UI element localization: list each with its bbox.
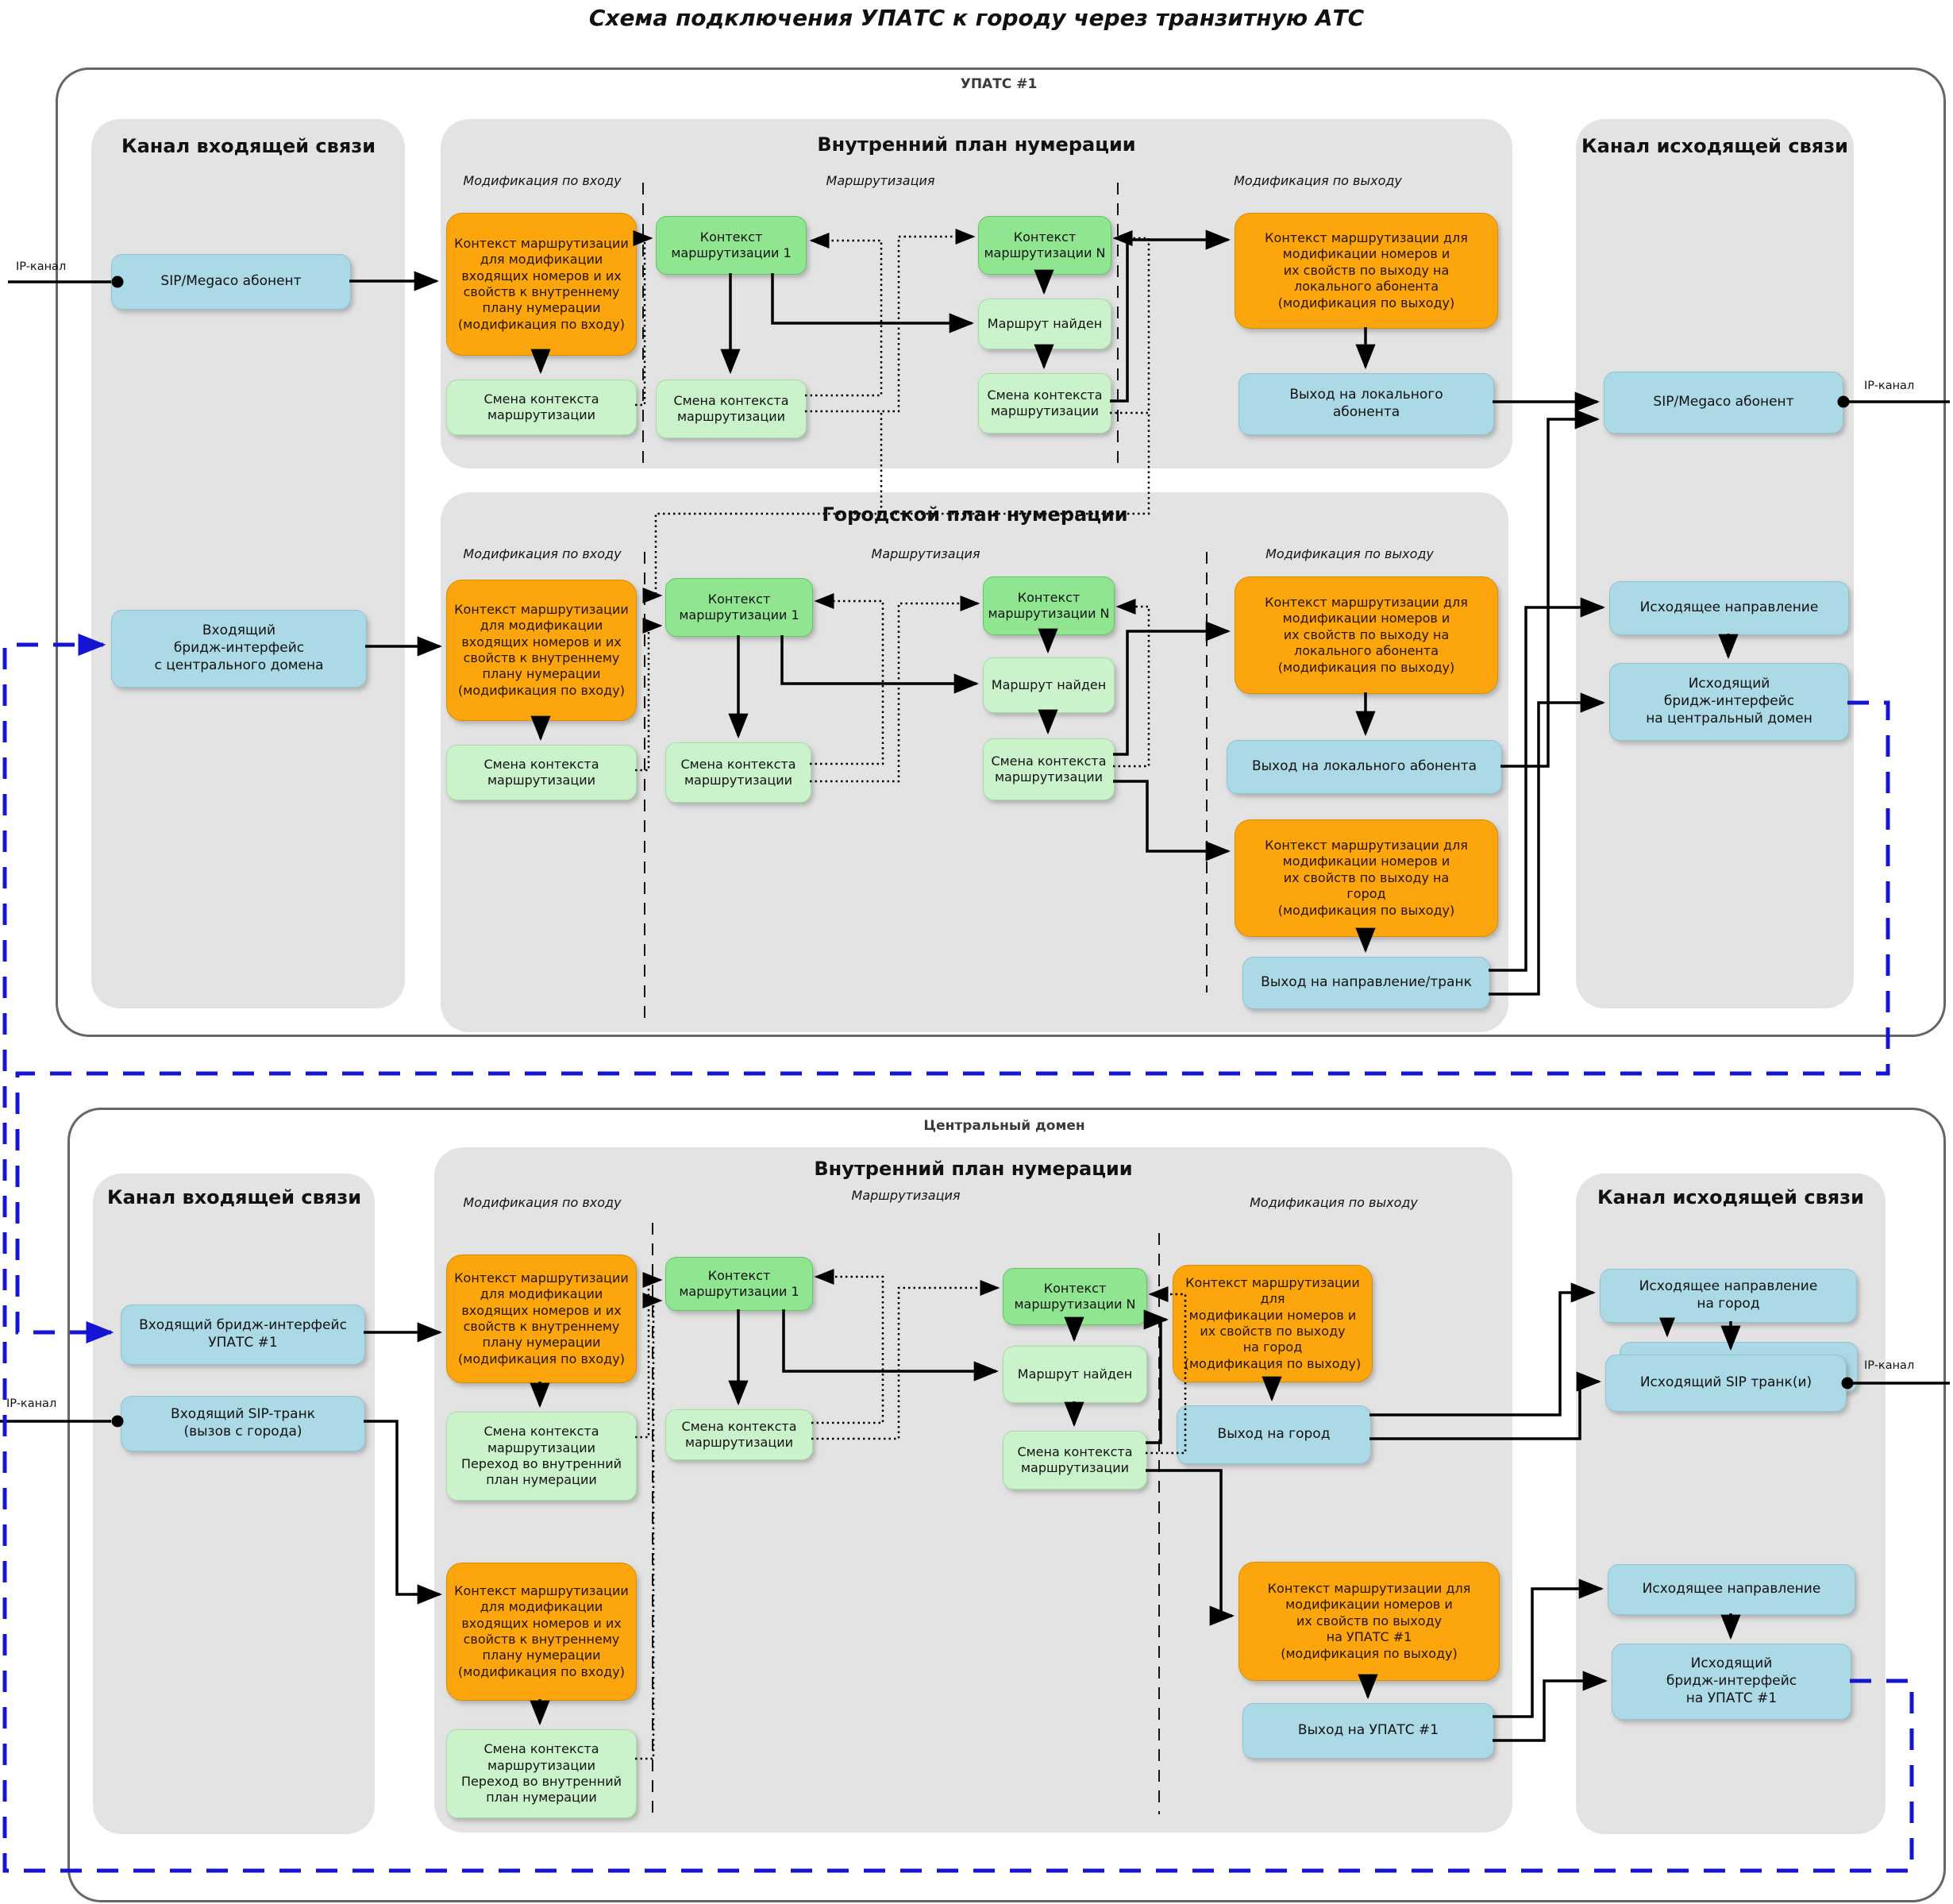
outgoing-bridge-to-central: Исходящий бридж-интерфейс на центральный… [1609, 663, 1849, 741]
ctx-change-routing-central: Смена контекста маршрутизации [665, 1409, 813, 1460]
exit-to-local-subscriber-internal: Выход на локального абонента [1238, 373, 1494, 435]
central-in-channel-title: Канал входящей связи [106, 1186, 362, 1208]
sip-megaco-subscriber-in: SIP/Megaco абонент [111, 254, 351, 310]
outgoing-direction-to-city: Исходящее направление на город [1600, 1269, 1857, 1323]
incoming-bridge-upats1: Входящий бридж-интерфейс УПАТС #1 [121, 1305, 365, 1365]
exit-to-local-subscriber-city: Выход на локального абонента [1227, 740, 1502, 794]
ctx-change-transition-2: Смена контекста маршрутизации Переход во… [446, 1729, 637, 1818]
upats1-city-plan-title: Городской план нумерации [822, 503, 1128, 526]
ctx-mod-in-central-2: Контекст маршрутизации для модификации в… [446, 1563, 637, 1701]
exit-to-direction-trunk: Выход на направление/транк [1242, 957, 1490, 1009]
exit-to-upats1: Выход на УПАТС #1 [1242, 1703, 1494, 1759]
col-label-mod-out-central: Модификация по выходу [1250, 1195, 1418, 1210]
outgoing-bridge-to-upats1: Исходящий бридж-интерфейс на УПАТС #1 [1612, 1644, 1851, 1720]
outgoing-direction-central: Исходящее направление [1608, 1564, 1855, 1615]
ctx-change-found-internal: Смена контекста маршрутизации [978, 373, 1111, 434]
col-label-mod-out-city: Модификация по выходу [1265, 546, 1434, 561]
diagram-title: Схема подключения УПАТС к городу через т… [588, 5, 1365, 31]
route-found-internal: Маршрут найден [978, 299, 1111, 349]
central-internal-plan-title: Внутренний план нумерации [814, 1158, 1133, 1180]
upats1-in-channel-title: Канал входящей связи [121, 135, 376, 157]
ctx-mod-out-local-internal: Контекст маршрутизации для модификации н… [1235, 213, 1498, 329]
incoming-sip-trunk: Входящий SIP-транк (вызов с города) [121, 1396, 365, 1451]
routing-context-n-central: Контекст маршрутизации N [1003, 1268, 1147, 1325]
ctx-change-routing-internal: Смена контекста маршрутизации [656, 380, 807, 438]
ctx-mod-out-to-upats1: Контекст маршрутизации для модификации н… [1238, 1562, 1500, 1681]
ctx-mod-in-city: Контекст маршрутизации для модификации в… [446, 580, 637, 721]
outgoing-sip-trunks: Исходящий SIP транк(и) [1605, 1355, 1847, 1412]
routing-context-n-internal: Контекст маршрутизации N [978, 216, 1111, 275]
ctx-change-routing-city: Смена контекста маршрутизации [665, 742, 811, 803]
ip-channel-label-out-bottom: IP-канал [1864, 1359, 1915, 1372]
upats1-out-channel-title: Канал исходящей связи [1581, 135, 1848, 157]
central-domain-label: Центральный домен [923, 1118, 1085, 1134]
col-label-routing-city: Маршрутизация [871, 546, 980, 561]
upats1-out-channel-panel [1576, 119, 1854, 1008]
ctx-change-mod-in-city: Смена контекста маршрутизации [446, 745, 637, 800]
col-label-mod-in-city: Модификация по входу [463, 546, 622, 561]
ctx-mod-out-to-city: Контекст маршрутизации для модификации н… [1235, 819, 1498, 937]
ip-channel-label-in-top: IP-канал [16, 260, 67, 273]
col-label-routing-central: Маршрутизация [851, 1188, 961, 1203]
ctx-mod-out-to-city-central: Контекст маршрутизации для модификации н… [1173, 1265, 1373, 1382]
route-found-city: Маршрут найден [983, 657, 1115, 713]
ctx-mod-in-internal: Контекст маршрутизации для модификации в… [446, 213, 637, 356]
ctx-mod-out-local-city: Контекст маршрутизации для модификации н… [1235, 576, 1498, 694]
ip-channel-label-in-bottom: IP-канал [6, 1397, 57, 1410]
routing-context-1-central: Контекст маршрутизации 1 [665, 1257, 813, 1311]
ctx-change-found-city: Смена контекста маршрутизации [983, 738, 1115, 800]
ip-channel-label-out-top: IP-канал [1864, 380, 1915, 392]
col-label-mod-out: Модификация по выходу [1234, 173, 1402, 188]
ctx-change-transition-1: Смена контекста маршрутизации Переход во… [446, 1412, 637, 1501]
col-label-mod-in-central: Модификация по входу [463, 1195, 622, 1210]
routing-context-1-city: Контекст маршрутизации 1 [665, 578, 813, 637]
routing-context-1-internal: Контекст маршрутизации 1 [656, 216, 807, 275]
col-label-mod-in: Модификация по входу [463, 173, 622, 188]
outgoing-direction-upats: Исходящее направление [1609, 581, 1849, 635]
ctx-change-found-central: Смена контекста маршрутизации [1003, 1431, 1147, 1490]
sip-megaco-subscriber-out: SIP/Megaco абонент [1604, 372, 1843, 434]
upats1-internal-plan-title: Внутренний план нумерации [817, 133, 1136, 156]
route-found-central: Маршрут найден [1003, 1346, 1147, 1403]
upats1-in-channel-panel [91, 119, 405, 1008]
exit-to-city: Выход на город [1177, 1405, 1371, 1464]
ctx-change-mod-in-internal: Смена контекста маршрутизации [446, 380, 637, 435]
central-in-channel-panel [93, 1174, 375, 1834]
ctx-mod-in-central-1: Контекст маршрутизации для модификации в… [446, 1255, 637, 1383]
col-label-routing: Маршрутизация [826, 173, 935, 188]
central-out-channel-title: Канал исходящей связи [1597, 1186, 1864, 1208]
incoming-bridge-from-central: Входящий бридж-интерфейс с центрального … [111, 610, 367, 688]
upats1-label: УПАТС #1 [960, 76, 1038, 92]
routing-context-n-city: Контекст маршрутизации N [983, 576, 1115, 635]
